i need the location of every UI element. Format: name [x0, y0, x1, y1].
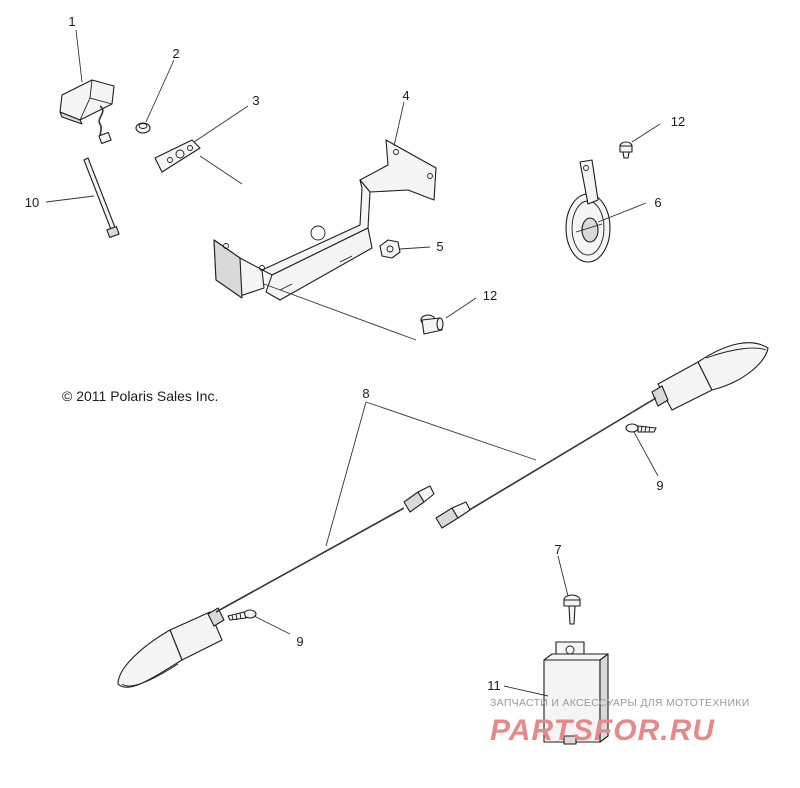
callout-6: 6 [654, 195, 661, 210]
connector-left-part [403, 485, 435, 513]
turn-signal-right-part [651, 342, 769, 411]
horn-part [565, 159, 611, 263]
callout-12-upper: 12 [671, 114, 685, 129]
callout-2: 2 [172, 46, 179, 61]
callout-11: 11 [487, 678, 501, 693]
tapping-screw-left-part [227, 609, 257, 621]
callout-9-left: 9 [296, 634, 303, 649]
callout-8: 8 [362, 386, 369, 401]
callout-5: 5 [436, 239, 443, 254]
spacer-part [135, 122, 151, 134]
screw-7-part [563, 594, 581, 625]
leader-lines [45, 29, 661, 697]
turn-signal-left-part [117, 607, 225, 688]
harness-left-wire [215, 507, 405, 613]
flasher-relay-part [543, 641, 609, 745]
screw-lower-part [420, 314, 444, 335]
tapping-screw-right-part [625, 423, 657, 433]
plate-bracket-part [154, 139, 201, 173]
screw-upper-part [619, 141, 633, 159]
callout-9-right: 9 [656, 478, 663, 493]
callout-1: 1 [68, 14, 75, 29]
harness-right-wire [465, 397, 657, 513]
cable-tie-part [83, 157, 120, 239]
nut-part [379, 239, 401, 259]
mounting-bracket-part [213, 139, 437, 301]
connector-right-part [435, 501, 471, 529]
watermark-tagline: ЗАПЧАСТИ И АКСЕССУАРЫ ДЛЯ МОТОТЕХНИКИ [490, 697, 750, 709]
watermark-brand: PARTSFOR.RU [490, 714, 715, 747]
copyright-notice: © 2011 Polaris Sales Inc. [62, 388, 218, 404]
callout-3: 3 [252, 93, 259, 108]
callout-12-lower: 12 [483, 288, 497, 303]
license-light-part [59, 79, 115, 145]
callout-10: 10 [25, 195, 39, 210]
callout-7: 7 [554, 542, 561, 557]
callout-4: 4 [402, 88, 409, 103]
